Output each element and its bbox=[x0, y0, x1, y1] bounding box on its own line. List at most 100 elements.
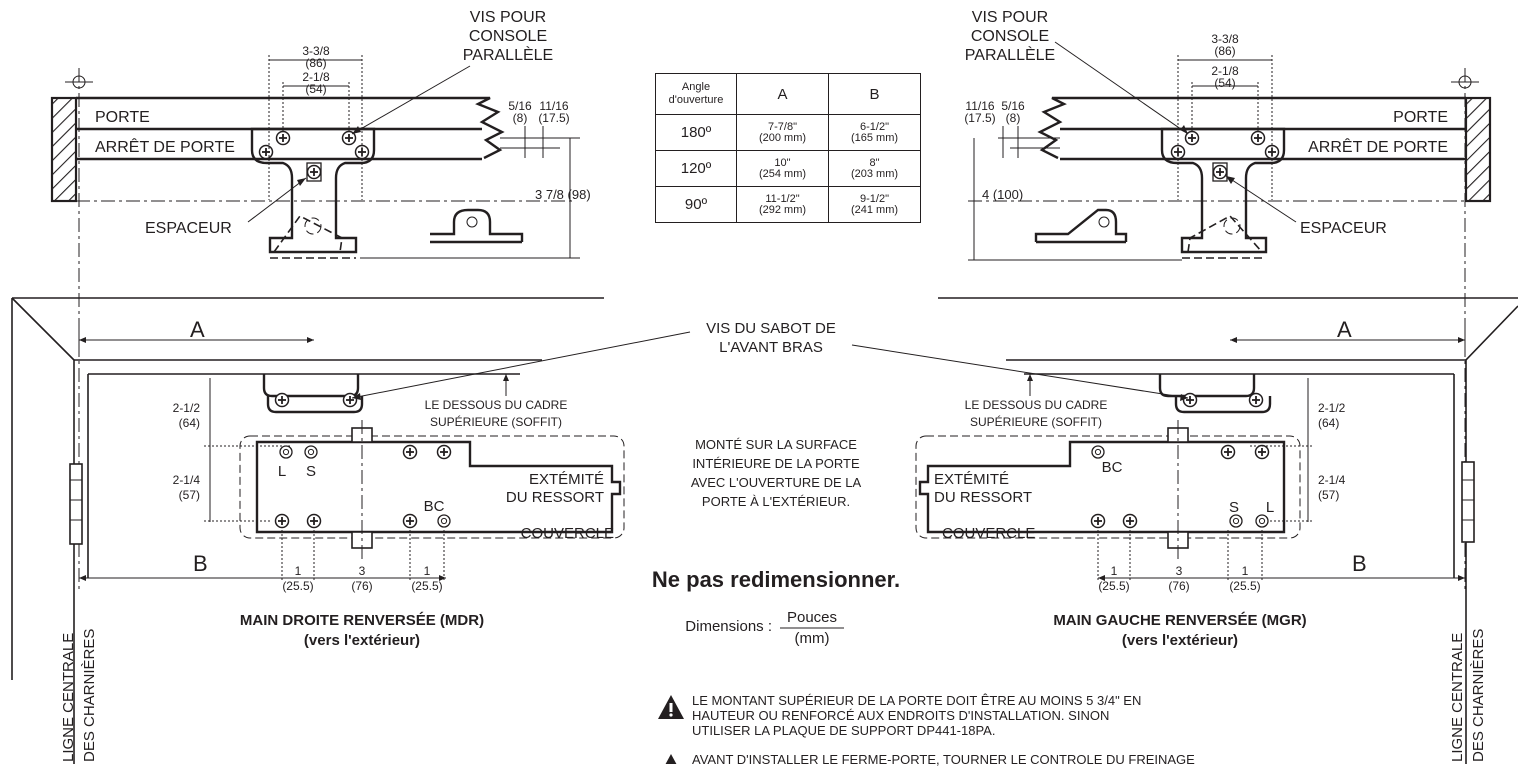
left-view-title: MAIN DROITE RENVERSÉE (MDR) bbox=[240, 612, 484, 629]
mount-note: MONTÉ SUR LA SURFACE bbox=[695, 437, 857, 452]
center-notes: VIS DU SABOT DE L'AVANT BRAS MONTÉ SUR L… bbox=[351, 320, 1189, 769]
dim-11-16: 11/16 bbox=[539, 99, 568, 113]
svg-text:CONSOLE: CONSOLE bbox=[469, 28, 547, 45]
svg-text:A: A bbox=[1337, 317, 1352, 342]
frame-section bbox=[50, 96, 78, 203]
table-row: 90º 11-1/2"(292 mm) 9-1/2"(241 mm) bbox=[655, 186, 921, 223]
svg-text:SUPÉRIEURE (SOFFIT): SUPÉRIEURE (SOFFIT) bbox=[970, 414, 1102, 429]
table-row: 120º 10"(254 mm) 8"(203 mm) bbox=[655, 150, 921, 187]
warning-triangle-icon bbox=[658, 695, 684, 719]
svg-text:3-3/8: 3-3/8 bbox=[1211, 32, 1239, 46]
svg-text:LE DESSOUS DU CADRE: LE DESSOUS DU CADRE bbox=[965, 398, 1108, 412]
screw-icon bbox=[275, 130, 291, 146]
svg-text:(54): (54) bbox=[1214, 76, 1235, 90]
svg-text:(57): (57) bbox=[179, 488, 200, 502]
svg-text:VIS POUR: VIS POUR bbox=[972, 9, 1048, 26]
svg-text:LE DESSOUS DU CADRE: LE DESSOUS DU CADRE bbox=[425, 398, 568, 412]
svg-text:COUVERCLE: COUVERCLE bbox=[942, 525, 1035, 542]
svg-text:BC: BC bbox=[424, 498, 445, 515]
table-header-b: B bbox=[828, 73, 921, 115]
svg-text:3: 3 bbox=[359, 564, 366, 578]
dim-2-1-8: 2-1/8 bbox=[302, 70, 330, 84]
svg-text:1: 1 bbox=[1111, 564, 1118, 578]
svg-text:(76): (76) bbox=[351, 579, 372, 593]
svg-text:2-1/4: 2-1/4 bbox=[1318, 473, 1346, 487]
vis-console-label: VIS POUR bbox=[470, 9, 546, 26]
dim-a: A bbox=[190, 317, 205, 342]
svg-text:AVEC L'OUVERTURE DE LA: AVEC L'OUVERTURE DE LA bbox=[691, 475, 862, 490]
svg-text:LIGNE CENTRALE: LIGNE CENTRALE bbox=[1449, 633, 1466, 762]
svg-text:SUPÉRIEURE (SOFFIT): SUPÉRIEURE (SOFFIT) bbox=[430, 414, 562, 429]
lower-left-view: A L S BC EXTÉMITÉ DU RESSORT COU bbox=[11, 297, 625, 764]
dim-3-7-8: 3 7/8 (98) bbox=[535, 187, 591, 202]
svg-text:(vers l'extérieur): (vers l'extérieur) bbox=[1122, 632, 1238, 649]
svg-text:(57): (57) bbox=[1318, 488, 1339, 502]
svg-text:PORTE À L'EXTÉRIEUR.: PORTE À L'EXTÉRIEUR. bbox=[702, 494, 850, 509]
svg-text:(25.5): (25.5) bbox=[1229, 579, 1260, 593]
warning-text-2: AVANT D'INSTALLER LE FERME-PORTE, TOURNE… bbox=[692, 752, 1195, 767]
table-header-angle: Angle d'ouverture bbox=[655, 73, 737, 115]
hinge-centerline-label: LIGNE CENTRALE bbox=[60, 633, 77, 762]
svg-text:2-1/2: 2-1/2 bbox=[173, 401, 201, 415]
svg-text:(25.5): (25.5) bbox=[282, 579, 313, 593]
dim-4: 4 (100) bbox=[982, 187, 1023, 202]
arret-porte-label: ARRÊT DE PORTE bbox=[95, 137, 235, 156]
svg-text:(64): (64) bbox=[1318, 416, 1339, 430]
svg-text:2-1/2: 2-1/2 bbox=[1318, 401, 1346, 415]
svg-text:INTÉRIEURE DE LA PORTE: INTÉRIEURE DE LA PORTE bbox=[692, 456, 860, 471]
svg-text:(mm): (mm) bbox=[795, 630, 830, 647]
svg-text:S: S bbox=[1229, 499, 1239, 516]
svg-text:B: B bbox=[1352, 551, 1367, 576]
svg-text:(76): (76) bbox=[1168, 579, 1189, 593]
svg-text:PARALLÈLE: PARALLÈLE bbox=[463, 45, 553, 64]
svg-text:EXTÉMITÉ: EXTÉMITÉ bbox=[934, 471, 1009, 488]
svg-text:DU RESSORT: DU RESSORT bbox=[506, 489, 604, 506]
svg-text:2-1/8: 2-1/8 bbox=[1211, 64, 1239, 78]
svg-text:ESPACEUR: ESPACEUR bbox=[1300, 220, 1387, 237]
svg-text:(86): (86) bbox=[1214, 44, 1235, 58]
svg-text:(8): (8) bbox=[1006, 111, 1021, 125]
vis-sabot-label: VIS DU SABOT DE bbox=[706, 320, 836, 337]
table-row: 180º 7-7/8"(200 mm) 6-1/2"(165 mm) bbox=[655, 114, 921, 151]
svg-text:EXTÉMITÉ: EXTÉMITÉ bbox=[529, 471, 604, 488]
svg-text:DU RESSORT: DU RESSORT bbox=[934, 489, 1032, 506]
svg-text:L: L bbox=[1266, 499, 1274, 516]
svg-text:BC: BC bbox=[1102, 459, 1123, 476]
right-view-title: MAIN GAUCHE RENVERSÉE (MGR) bbox=[1053, 612, 1306, 629]
svg-text:5/16: 5/16 bbox=[1001, 99, 1025, 113]
opening-angle-table: Angle d'ouverture A B 180º 7-7/8"(200 mm… bbox=[655, 73, 921, 223]
svg-text:11/16: 11/16 bbox=[965, 99, 994, 113]
svg-text:(25.5): (25.5) bbox=[1098, 579, 1129, 593]
svg-text:PORTE: PORTE bbox=[1393, 109, 1448, 126]
svg-text:(86): (86) bbox=[305, 56, 326, 70]
lower-right-view: A BC S L EXTÉMITÉ DU RESSORT COUVERCLE L… bbox=[915, 297, 1518, 764]
no-resize-note: Ne pas redimensionner. bbox=[652, 567, 900, 592]
svg-text:(vers l'extérieur): (vers l'extérieur) bbox=[304, 632, 420, 649]
svg-text:1: 1 bbox=[1242, 564, 1249, 578]
dim-b: B bbox=[193, 551, 208, 576]
svg-text:(8): (8) bbox=[513, 111, 528, 125]
svg-text:Pouces: Pouces bbox=[787, 609, 837, 626]
espaceur-label: ESPACEUR bbox=[145, 220, 232, 237]
svg-text:DES CHARNIÈRES: DES CHARNIÈRES bbox=[81, 629, 98, 762]
svg-text:L: L bbox=[278, 463, 286, 480]
svg-text:DES CHARNIÈRES: DES CHARNIÈRES bbox=[1470, 629, 1487, 762]
svg-text:(25.5): (25.5) bbox=[411, 579, 442, 593]
dim-3-3-8: 3-3/8 bbox=[302, 44, 330, 58]
svg-text:ARRÊT DE PORTE: ARRÊT DE PORTE bbox=[1308, 137, 1448, 156]
dim-5-16: 5/16 bbox=[508, 99, 532, 113]
table-header-a: A bbox=[736, 73, 829, 115]
svg-text:(17.5): (17.5) bbox=[538, 111, 569, 125]
warning-text-1: LE MONTANT SUPÉRIEUR DE LA PORTE DOIT ÊT… bbox=[692, 693, 1142, 738]
top-right-view: PORTE ARRÊT DE PORTE 3-3/8 (86) 2-1/8 (5… bbox=[964, 9, 1492, 590]
svg-text:L'AVANT BRAS: L'AVANT BRAS bbox=[719, 339, 823, 356]
dimensions-legend: Dimensions : bbox=[685, 618, 772, 635]
svg-text:(54): (54) bbox=[305, 82, 326, 96]
svg-text:COUVERCLE: COUVERCLE bbox=[521, 525, 614, 542]
svg-text:3: 3 bbox=[1176, 564, 1183, 578]
svg-text:(64): (64) bbox=[179, 416, 200, 430]
svg-text:1: 1 bbox=[424, 564, 431, 578]
svg-text:CONSOLE: CONSOLE bbox=[971, 28, 1049, 45]
